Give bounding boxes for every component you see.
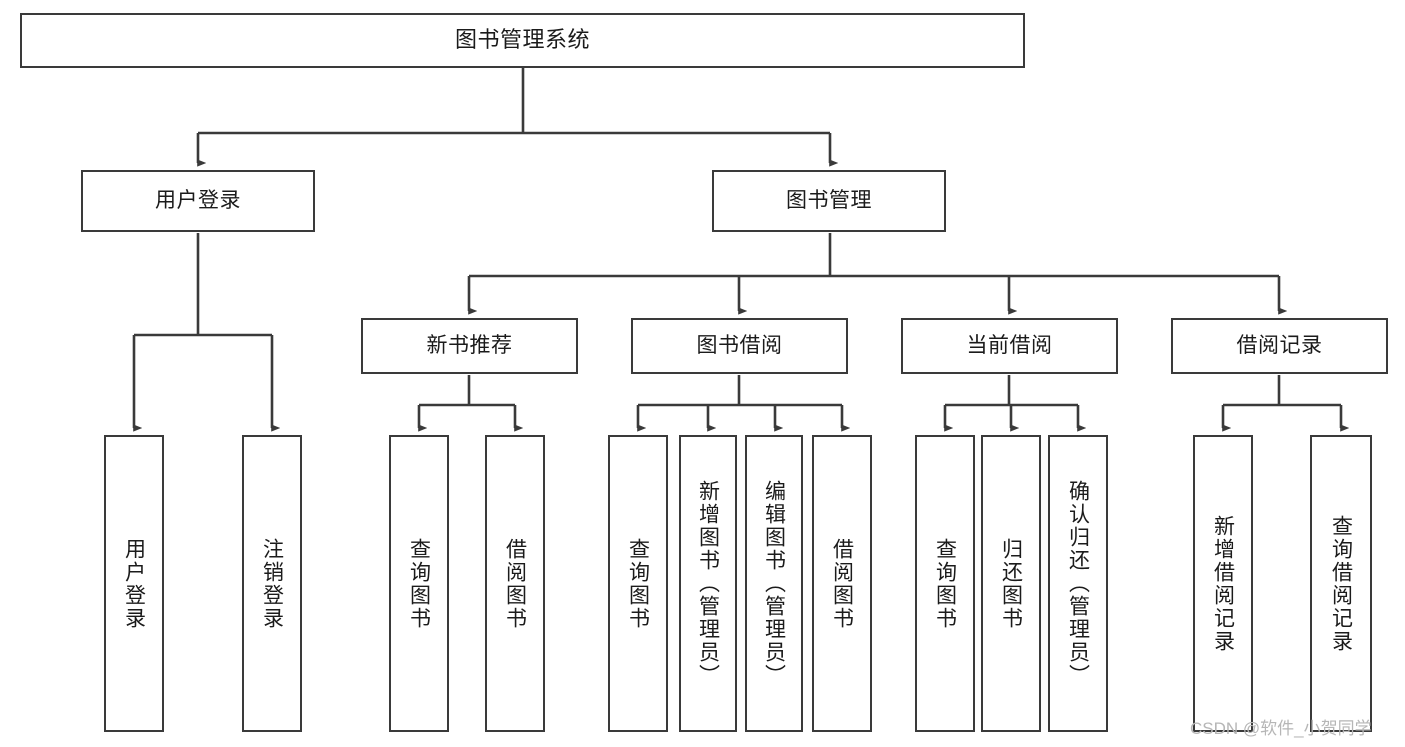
node-root-system[interactable]: 图书管理系统 [20, 13, 1025, 68]
node-new-book-recommend[interactable]: 新书推荐 [361, 318, 578, 374]
node-borrow-records[interactable]: 借阅记录 [1171, 318, 1388, 374]
leaf-current-query-book[interactable]: 查询图书 [915, 435, 975, 732]
node-new-book-recommend-label: 新书推荐 [426, 334, 513, 358]
node-book-management-label: 图书管理 [786, 189, 872, 213]
leaf-newbook-query-book[interactable]: 查询图书 [389, 435, 449, 732]
leaf-current-query-book-label: 查询图书 [933, 537, 957, 630]
leaf-borrow-add-book-admin[interactable]: 新增图书（管理员） [679, 435, 737, 732]
leaf-records-query-record[interactable]: 查询借阅记录 [1310, 435, 1372, 732]
leaf-borrow-borrow-book[interactable]: 借阅图书 [812, 435, 872, 732]
node-current-borrow[interactable]: 当前借阅 [901, 318, 1118, 374]
leaf-borrow-edit-book-admin-label: 编辑图书（管理员） [762, 480, 786, 687]
leaf-logout-label: 注销登录 [260, 537, 284, 630]
node-borrow-records-label: 借阅记录 [1236, 334, 1323, 358]
node-book-borrow-label: 图书借阅 [696, 334, 783, 358]
csdn-watermark: CSDN @软件_小贺同学 [1190, 719, 1372, 738]
leaf-current-confirm-return-admin[interactable]: 确认归还（管理员） [1048, 435, 1108, 732]
leaf-newbook-borrow-book-label: 借阅图书 [503, 537, 527, 630]
leaf-user-login-label: 用户登录 [122, 537, 146, 630]
leaf-newbook-borrow-book[interactable]: 借阅图书 [485, 435, 545, 732]
leaf-records-add-record-label: 新增借阅记录 [1211, 514, 1235, 653]
node-book-borrow[interactable]: 图书借阅 [631, 318, 848, 374]
node-user-login-label: 用户登录 [155, 189, 241, 213]
leaf-user-login[interactable]: 用户登录 [104, 435, 164, 732]
node-current-borrow-label: 当前借阅 [966, 334, 1053, 358]
leaf-records-add-record[interactable]: 新增借阅记录 [1193, 435, 1253, 732]
leaf-borrow-borrow-book-label: 借阅图书 [830, 537, 854, 630]
leaf-newbook-query-book-label: 查询图书 [407, 537, 431, 630]
leaf-logout[interactable]: 注销登录 [242, 435, 302, 732]
leaf-records-query-record-label: 查询借阅记录 [1329, 514, 1353, 653]
leaf-current-confirm-return-admin-label: 确认归还（管理员） [1066, 480, 1090, 687]
leaf-current-return-book[interactable]: 归还图书 [981, 435, 1041, 732]
node-user-login[interactable]: 用户登录 [81, 170, 315, 232]
node-root-system-label: 图书管理系统 [454, 27, 590, 53]
leaf-current-return-book-label: 归还图书 [999, 537, 1023, 630]
node-book-management[interactable]: 图书管理 [712, 170, 946, 232]
leaf-borrow-query-book-label: 查询图书 [626, 537, 650, 630]
leaf-borrow-query-book[interactable]: 查询图书 [608, 435, 668, 732]
leaf-borrow-edit-book-admin[interactable]: 编辑图书（管理员） [745, 435, 803, 732]
leaf-borrow-add-book-admin-label: 新增图书（管理员） [696, 480, 720, 687]
